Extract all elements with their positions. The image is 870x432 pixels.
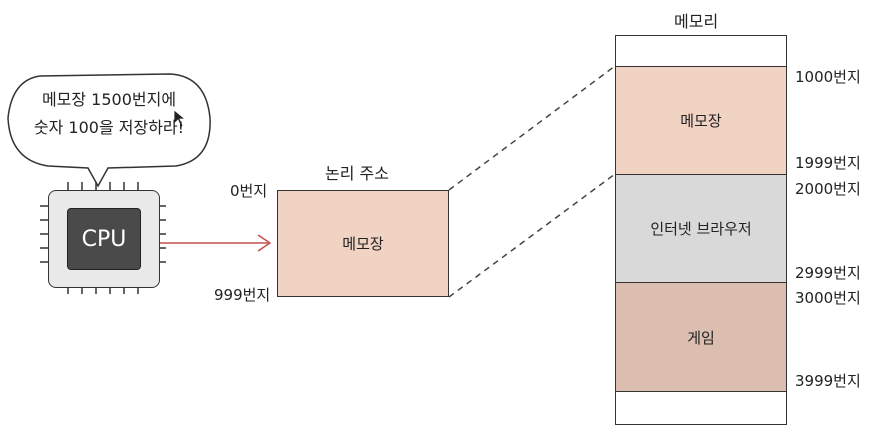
logical-address-title: 논리 주소 xyxy=(325,164,389,183)
address-3000: 3000번지 xyxy=(795,289,861,307)
cursor-icon xyxy=(173,109,187,128)
logical-end-label: 999번지 xyxy=(214,286,271,304)
address-2999: 2999번지 xyxy=(795,264,861,282)
address-1999: 1999번지 xyxy=(795,154,861,172)
address-2000: 2000번지 xyxy=(795,180,861,198)
speech-bubble-text: 메모장 1500번지에 숫자 100을 저장하라! xyxy=(24,86,194,142)
logical-start-label: 0번지 xyxy=(230,182,268,200)
memory-segment-game: 게임 xyxy=(615,282,787,392)
cpu-arrow xyxy=(160,234,272,252)
speech-bubble xyxy=(7,73,211,188)
logical-block-notepad: 메모장 xyxy=(277,190,449,297)
address-3999: 3999번지 xyxy=(795,372,861,390)
cpu-label: CPU xyxy=(67,208,141,270)
address-1000: 1000번지 xyxy=(795,68,861,86)
memory-segment-browser: 인터넷 브라우저 xyxy=(615,174,787,283)
speech-line-1: 메모장 1500번지에 xyxy=(41,90,177,109)
memory-top-region xyxy=(615,35,787,67)
memory-bottom-region xyxy=(615,391,787,425)
memory-segment-notepad: 메모장 xyxy=(615,66,787,175)
speech-line-2: 숫자 100을 저장하라! xyxy=(33,118,185,137)
memory-title: 메모리 xyxy=(674,12,719,31)
mapping-lines xyxy=(448,65,616,298)
